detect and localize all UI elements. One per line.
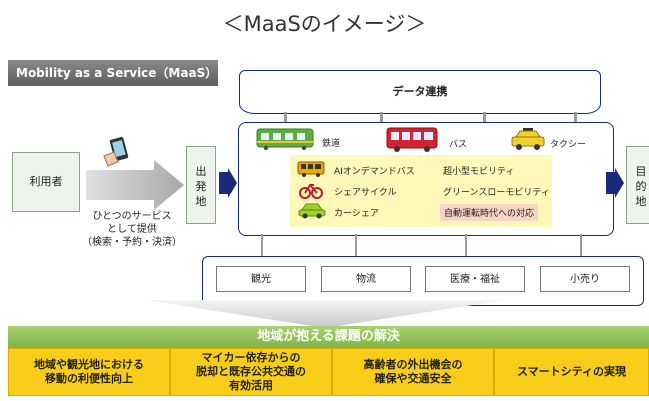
service-tourism: 観光 [216,266,306,292]
service-retail: 小売り [540,266,630,292]
green-slow-label: グリーンスローモビリティ [443,188,550,198]
ai-bus-label: AIオンデマンドバス [334,167,415,177]
issue-public-transport: マイカー依存からの 脱却と既存公共交通の 有効活用 [170,348,332,396]
arrow-right-icon [606,168,624,198]
issue-convenience: 地域や観光地における 移動の利便性向上 [8,348,170,396]
taxi-icon [511,128,545,150]
taxi-label: タクシー [550,140,587,150]
service-logistics: 物流 [321,266,411,292]
page-title: ＜MaaSのイメージ＞ [222,12,427,36]
user-box: 利用者 [12,152,80,212]
issue-smart-city: スマートシティの実現 [494,348,649,396]
carshare-label: カーシェア [334,209,379,219]
arrow-right-icon [219,168,237,198]
rail-label: 鉄道 [322,139,341,149]
connector-line [465,234,467,256]
smartphone-icon [103,137,129,167]
connector-line [580,234,582,256]
autonomous-label: 自動運転時代への対応 [440,204,539,221]
destination-box: 目 的 地 [626,146,649,224]
data-link-box: データ連携 [239,70,601,114]
cycle-label: シェアサイクル [334,188,397,198]
maas-label: Mobility as a Service（MaaS） [8,60,218,86]
issue-elderly-safety: 高齢者の外出機会の 確保や交通安全 [332,348,494,396]
car-icon [298,203,326,219]
service-medical: 医療・福祉 [425,266,525,292]
connector-line [261,234,263,256]
provide-text: ひとつのサービス として提供 （検索・予約・決済） [82,211,182,248]
ai-bus-icon [297,161,325,177]
departure-box: 出 発 地 [186,146,216,224]
solve-banner: 地域が抱える課題の解決 [8,326,649,348]
bus-label: バス [449,140,468,150]
service-arrow-icon [86,160,184,210]
down-arrow-icon [145,300,505,328]
train-icon [256,128,314,150]
connector-line [355,234,357,256]
micro-mobility-label: 超小型モビリティ [443,167,515,177]
bicycle-icon [299,183,323,199]
bus-icon [386,127,438,152]
